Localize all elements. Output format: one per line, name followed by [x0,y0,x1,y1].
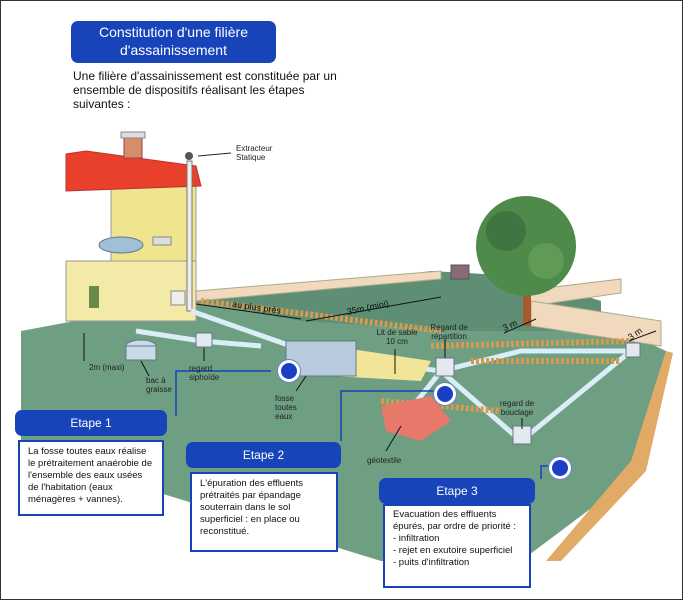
tree-trunk [523,271,531,326]
distribution-box [435,357,455,377]
label-regard-repartition: Regard de répartition [430,323,468,341]
leader-bac [140,360,150,377]
well [450,264,470,280]
extracteur-arrow [197,152,232,157]
step2-marker[interactable] [437,386,453,402]
tree-shade [486,211,526,251]
label-bac-a-graisse: bac à graisse [146,376,172,394]
tree-highlight [528,243,564,279]
connector-step1 [175,370,271,416]
person [89,286,99,308]
step3-title: Etape 3 [379,478,535,504]
house-roof [65,150,202,192]
vent-pipe [186,160,193,312]
toilet [170,290,186,306]
step3-item: - puits d'infiltration [393,557,470,568]
step3-intro: Evacuation des effluents épurés, par ord… [393,509,517,532]
label-lit-de-sable: Lit de sable 10 cm [376,328,418,346]
leader-fosse [295,375,307,392]
step3-text: Evacuation des effluents épurés, par ord… [383,504,531,588]
step3-item: - rejet en exutoire superficiel [393,545,513,556]
house-lower-wall [65,260,197,322]
dim-line-au-plus-pres [195,303,302,320]
gravel-beds [200,298,632,414]
label-extracteur: Extracteur Statique [236,144,273,162]
chimney-cap [120,131,146,139]
connector-step3 [540,465,557,479]
loop-box-2 [625,342,641,358]
label-regard-bouclage: regard de bouclage [499,399,535,417]
dim-line-3m-a [503,318,537,334]
extracteur-cap [185,152,193,160]
label-fosse-toutes-eaux: fosse toutes eaux [275,394,297,421]
grease-trap-body [125,345,157,361]
step2-text: L'épuration des effluents prétraités par… [190,472,338,552]
step1-marker[interactable] [281,363,297,379]
label-regard-siphoide: regard siphoïde [189,364,220,382]
page-title: Constitution d'une filière d'assainissem… [71,21,276,63]
chimney [123,135,143,159]
leader-geotextile [385,425,402,452]
siphoid-box [195,332,213,348]
dim-line-35m [305,296,442,322]
step1-text: La fosse toutes eaux réalise le prétrait… [18,440,164,516]
septic-tank [285,340,357,377]
label-geotextile: géotextile [367,456,402,465]
step3-item: - infiltration [393,533,440,544]
edge-sand [546,351,673,561]
tree-crown [476,196,576,296]
edge-path [521,351,681,599]
label-2m-maxi: 2m (maxi) [89,363,125,372]
step3-marker[interactable] [552,460,568,476]
step1-title: Etape 1 [15,410,167,436]
bathtub [98,236,144,254]
dim-line-3m-b [628,330,657,342]
intro-text: Une filière d'assainissement est constit… [73,69,337,111]
connector-step2 [340,390,441,441]
sink [152,236,172,246]
step2-title: Etape 2 [186,442,341,468]
